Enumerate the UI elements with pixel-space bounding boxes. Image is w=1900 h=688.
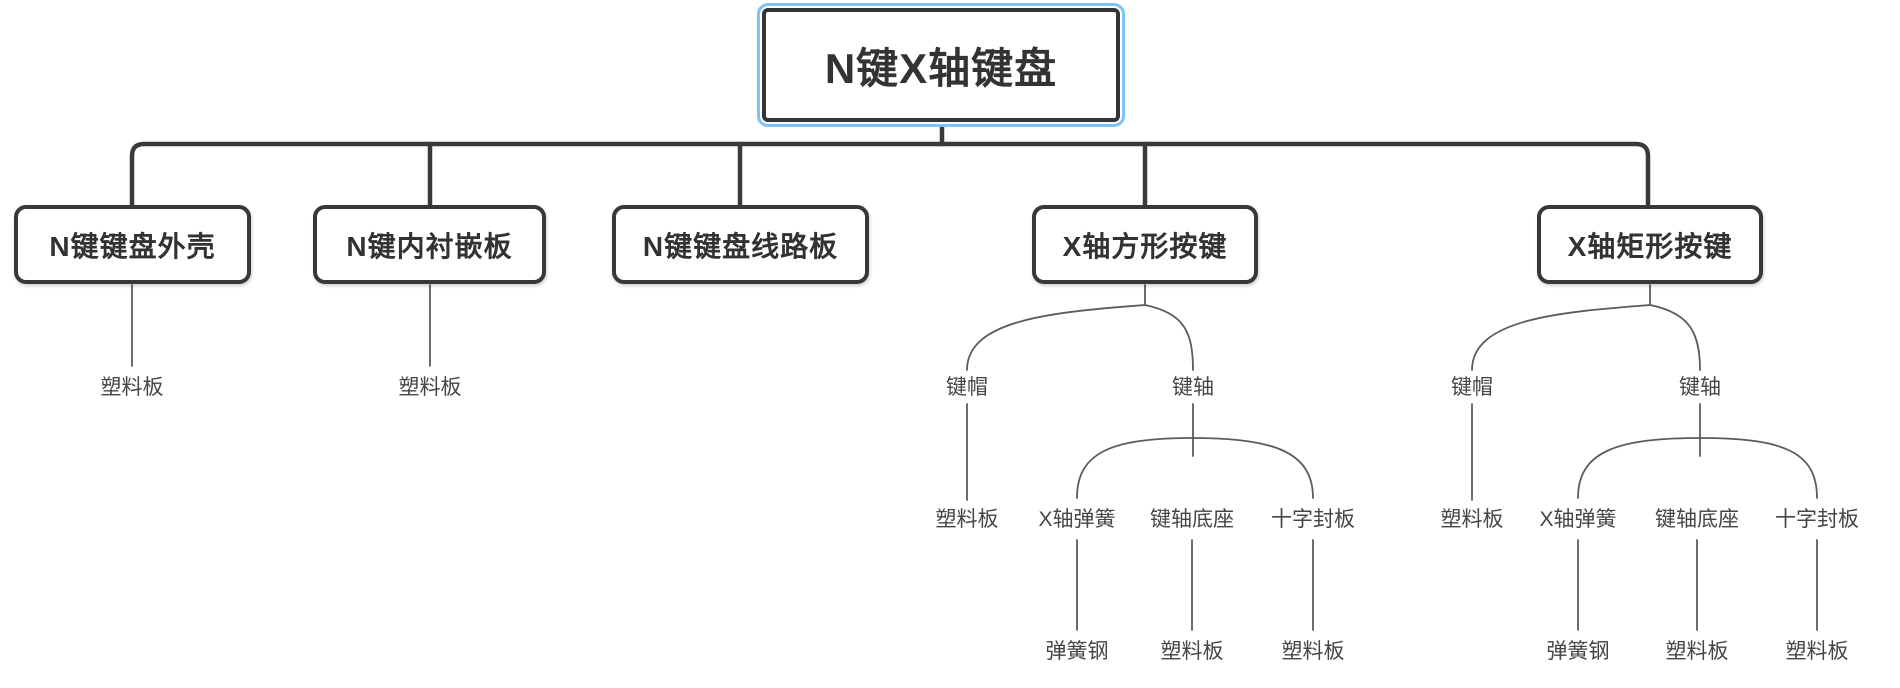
leaf-spring-steel-2[interactable]: 弹簧钢 bbox=[1546, 640, 1610, 663]
node-liner-panel[interactable]: N键内衬嵌板 bbox=[313, 205, 546, 284]
node-keyboard-shell[interactable]: N键键盘外壳 bbox=[14, 205, 251, 284]
leaf-keycap1-plastic[interactable]: 塑料板 bbox=[935, 508, 999, 531]
leaf-spring-2[interactable]: X轴弹簧 bbox=[1539, 508, 1617, 531]
leaf-shell-plastic[interactable]: 塑料板 bbox=[100, 376, 164, 399]
connector-bus-rail bbox=[129, 141, 1651, 208]
node-square-key[interactable]: X轴方形按键 bbox=[1032, 205, 1258, 284]
leaf-cross1-plastic[interactable]: 塑料板 bbox=[1281, 640, 1345, 663]
leaf-keyswitch-2[interactable]: 键轴 bbox=[1679, 376, 1721, 399]
connector-rect-keyswitch bbox=[1649, 304, 1701, 371]
leaf-cross-2[interactable]: 十字封板 bbox=[1775, 508, 1859, 531]
leaf-base1-plastic[interactable]: 塑料板 bbox=[1160, 640, 1224, 663]
connector-square-keyswitch bbox=[1144, 304, 1194, 371]
leaf-base2-plastic[interactable]: 塑料板 bbox=[1665, 640, 1729, 663]
leaf-keycap-2[interactable]: 键帽 bbox=[1451, 376, 1493, 399]
leaf-keyswitch-1[interactable]: 键轴 bbox=[1172, 376, 1214, 399]
leaf-cross-1[interactable]: 十字封板 bbox=[1271, 508, 1355, 531]
leaf-spring-1[interactable]: X轴弹簧 bbox=[1038, 508, 1116, 531]
leaf-liner-plastic[interactable]: 塑料板 bbox=[398, 376, 462, 399]
connector-square-keycap bbox=[966, 304, 1146, 371]
node-circuit-board[interactable]: N键键盘线路板 bbox=[612, 205, 869, 284]
connector-keyswitch2-brace bbox=[1577, 437, 1818, 499]
leaf-base-2[interactable]: 键轴底座 bbox=[1655, 508, 1739, 531]
leaf-keycap2-plastic[interactable]: 塑料板 bbox=[1440, 508, 1504, 531]
leaf-cross2-plastic[interactable]: 塑料板 bbox=[1785, 640, 1849, 663]
connector-rect-keycap bbox=[1471, 304, 1651, 371]
leaf-keycap-1[interactable]: 键帽 bbox=[946, 376, 988, 399]
leaf-spring-steel-1[interactable]: 弹簧钢 bbox=[1045, 640, 1109, 663]
node-rect-key[interactable]: X轴矩形按键 bbox=[1537, 205, 1763, 284]
leaf-base-1[interactable]: 键轴底座 bbox=[1150, 508, 1234, 531]
connector-keyswitch1-brace bbox=[1076, 437, 1314, 499]
root-node[interactable]: N键X轴键盘 bbox=[762, 8, 1120, 122]
